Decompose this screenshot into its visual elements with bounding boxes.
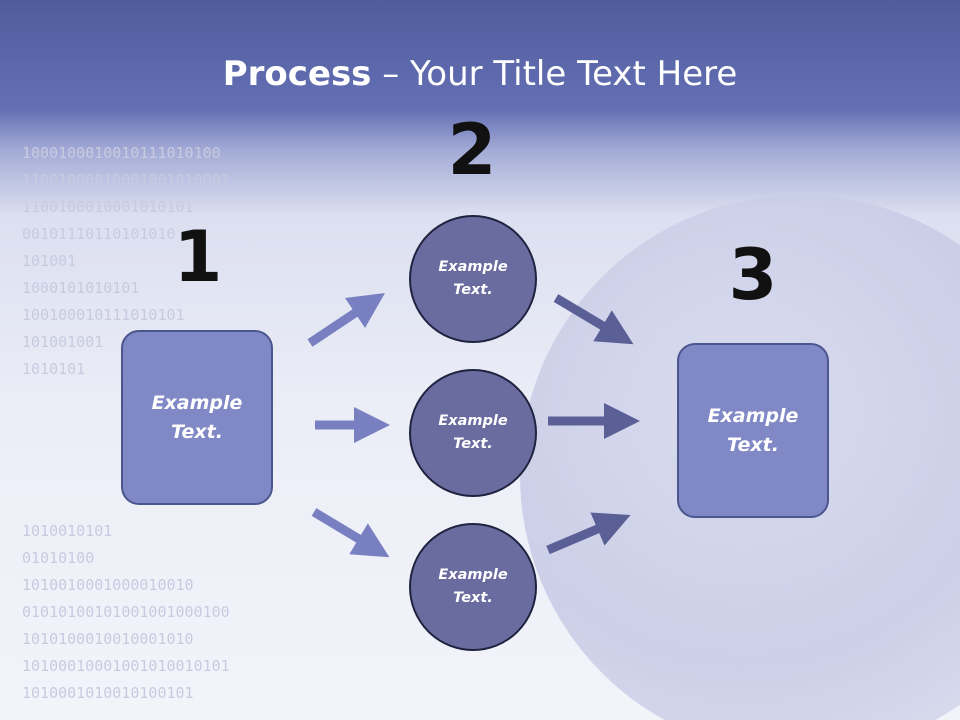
page-title: Process – Your Title Text Here bbox=[0, 52, 960, 96]
binary-row: 1000100010010111010100 bbox=[22, 144, 221, 162]
binary-row: 1100100010001010101 bbox=[22, 198, 194, 216]
middle-node-1[interactable]: Example Text. bbox=[409, 215, 537, 343]
step-number-1: 1 bbox=[173, 216, 223, 298]
binary-row: 101001001 bbox=[22, 333, 104, 351]
step-number-3: 3 bbox=[728, 234, 778, 316]
binary-row: 100100010111010101 bbox=[22, 306, 185, 324]
binary-row: 1010101 bbox=[22, 360, 86, 378]
binary-row: 01010100 bbox=[22, 549, 95, 567]
step-3-box[interactable]: Example Text. bbox=[677, 343, 829, 518]
arrow-right-icon bbox=[311, 508, 390, 558]
binary-row: 1010010001000010010 bbox=[22, 576, 194, 594]
title-bold: Process bbox=[222, 54, 372, 94]
arrow-right-icon bbox=[307, 293, 385, 347]
arrow-right-icon bbox=[546, 512, 631, 555]
middle-node-3-label: Example Text. bbox=[438, 567, 508, 606]
binary-row: 01010100101001001000100 bbox=[22, 603, 230, 621]
binary-row: 1010001010010100101 bbox=[22, 684, 194, 702]
binary-row: 101001 bbox=[22, 252, 77, 270]
binary-row: 1010100010010001010 bbox=[22, 630, 194, 648]
binary-code-decoration: 1000100010010111010100 110010000100010010… bbox=[22, 140, 322, 707]
binary-row: 00101110110101010 bbox=[22, 225, 176, 243]
step-1-label: Example Text. bbox=[151, 391, 243, 443]
step-number-2: 2 bbox=[447, 109, 497, 191]
step-1-box[interactable]: Example Text. bbox=[121, 330, 273, 505]
step-3-label: Example Text. bbox=[707, 404, 799, 456]
middle-node-1-label: Example Text. bbox=[438, 259, 508, 298]
middle-node-3[interactable]: Example Text. bbox=[409, 523, 537, 651]
middle-node-2-label: Example Text. bbox=[438, 413, 508, 452]
binary-row: 1000101010101 bbox=[22, 279, 140, 297]
title-rest: – Your Title Text Here bbox=[371, 54, 738, 94]
middle-node-2[interactable]: Example Text. bbox=[409, 369, 537, 497]
arrow-right-icon bbox=[553, 294, 634, 345]
binary-row: 11001000010001001010001 bbox=[22, 171, 230, 189]
binary-row: 10100010001001010010101 bbox=[22, 657, 230, 675]
binary-row: 1010010101 bbox=[22, 522, 113, 540]
